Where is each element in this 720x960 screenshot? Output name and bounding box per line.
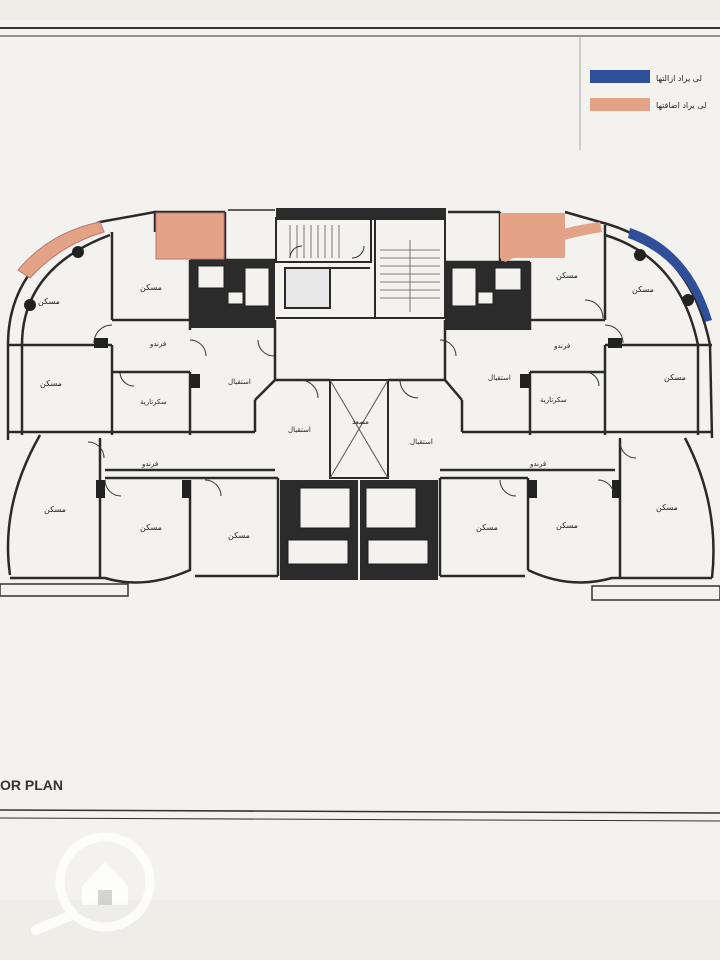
left-service-core <box>190 260 275 328</box>
legend: لى يراد ازالتها لى يراد اضافتها <box>590 70 706 111</box>
drawing-frame <box>0 27 720 822</box>
left-balcony-ledge <box>0 583 129 597</box>
legend-label-remove: لى يراد ازالتها <box>656 74 702 83</box>
room-label-bedroom: مسكن <box>664 373 686 382</box>
right-balcony-ledge <box>591 585 720 601</box>
room-label-bedroom: مسكن <box>44 505 66 514</box>
room-labels: مسكن مسكن مسكن فرندو سكرتارية استقبال اس… <box>38 271 686 540</box>
left-additions <box>17 212 225 279</box>
room-label-corridor: فرندو <box>553 342 570 350</box>
right-columns <box>520 249 694 498</box>
legend-label-add: لى يراد اضافتها <box>656 101 706 110</box>
room-label-reception: استقبال <box>410 438 433 446</box>
legend-swatch-add <box>590 98 650 111</box>
door-swings <box>87 245 637 497</box>
room-label-lift: مصعد <box>352 418 369 426</box>
room-label-reception: استقبال <box>488 374 511 382</box>
right-wing <box>438 210 715 584</box>
room-label-corridor: فرندو <box>149 340 166 348</box>
room-label-bedroom: مسكن <box>40 379 62 388</box>
room-label-bedroom: مسكن <box>632 285 654 294</box>
left-columns <box>24 246 200 498</box>
right-changes <box>500 213 712 322</box>
room-label-bedroom: مسكن <box>556 271 578 280</box>
room-label-secretary: سكرتارية <box>140 398 167 406</box>
room-label-corridor: فرندو <box>141 460 158 468</box>
room-label-reception: استقبال <box>288 426 311 434</box>
room-label-bedroom: مسكن <box>140 523 162 532</box>
plan-title: OR PLAN <box>0 777 63 793</box>
room-label-corridor: فرندو <box>529 460 546 468</box>
room-label-reception: استقبال <box>228 378 251 386</box>
paper-sheet <box>0 20 720 900</box>
legend-swatch-remove <box>590 70 650 83</box>
central-core <box>275 208 446 479</box>
central-bathrooms <box>280 480 438 580</box>
room-label-secretary: سكرتارية <box>540 396 567 404</box>
right-service-core <box>445 262 530 330</box>
room-label-bedroom: مسكن <box>140 283 162 292</box>
room-label-bedroom: مسكن <box>656 503 678 512</box>
room-label-bedroom: مسكن <box>228 531 250 540</box>
room-label-bedroom: مسكن <box>556 521 578 530</box>
house-search-logo-icon <box>31 832 155 935</box>
room-label-bedroom: مسكن <box>476 523 498 532</box>
room-label-bedroom: مسكن <box>38 297 60 306</box>
